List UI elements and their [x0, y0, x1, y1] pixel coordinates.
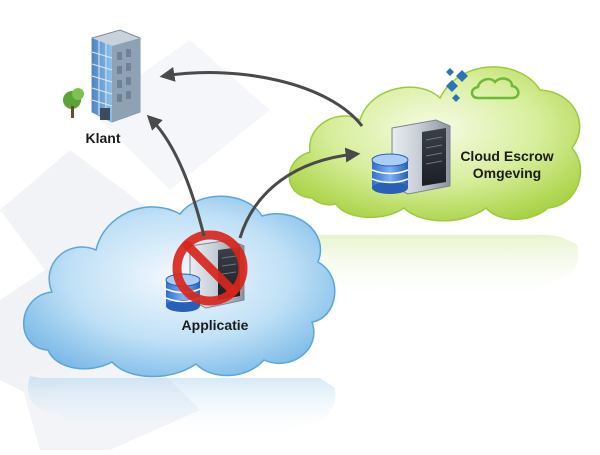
escrow-to-klant-arrow — [159, 66, 364, 127]
prohibited-icon — [172, 230, 248, 306]
app-to-klant-arrow — [146, 114, 206, 237]
cloud-escrow-label-line2: Omgeving — [472, 165, 542, 181]
building-icon — [63, 29, 141, 123]
escrow-logo-icon — [446, 68, 468, 102]
applicatie-label: Applicatie — [181, 317, 249, 333]
cloud-escrow-label-line1: Cloud Escrow — [460, 148, 554, 164]
escrow-database-icon — [371, 153, 409, 194]
app-to-escrow-arrow — [238, 147, 361, 239]
arrows — [146, 66, 364, 239]
blue-cloud-reflection — [28, 376, 336, 440]
klant-label: Klant — [85, 130, 121, 146]
cloud-logo-icon — [470, 77, 520, 100]
green-cloud-reflection — [298, 232, 579, 303]
cloud-escrow-label: Cloud Escrow Omgeving — [452, 148, 562, 182]
